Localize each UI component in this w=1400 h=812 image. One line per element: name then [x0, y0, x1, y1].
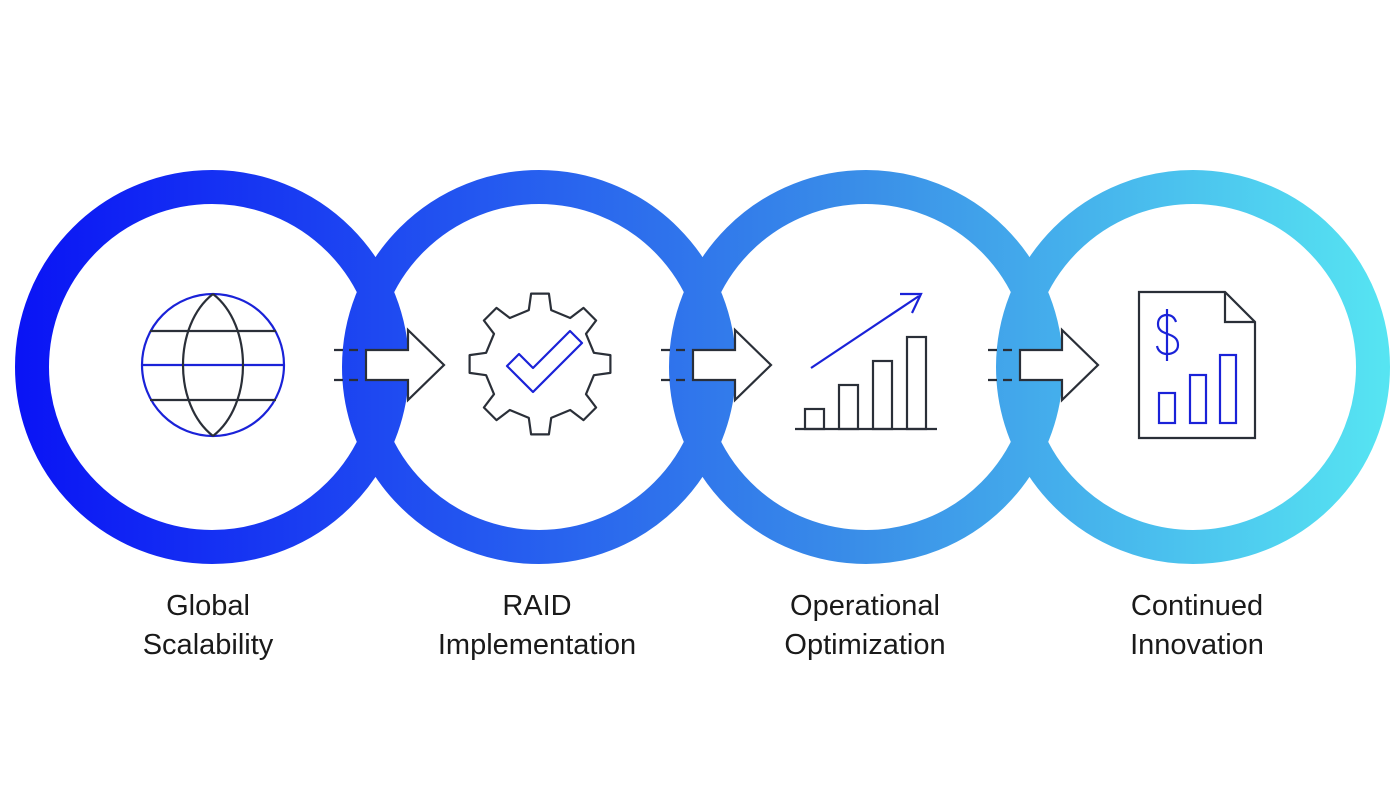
label-line-1: Continued [1130, 590, 1264, 622]
label-line-2: Scalability [142, 629, 274, 661]
label-line-2: Implementation [437, 629, 637, 661]
step-label-global-scalability: Global Scalability [58, 587, 358, 665]
label-line-2: Optimization [784, 629, 946, 661]
arrow-right-icon [334, 327, 446, 403]
ring-continued-innovation [996, 170, 1390, 564]
gear-check-icon [468, 292, 612, 436]
growth-chart-icon [795, 292, 937, 431]
label-line-1: RAID [502, 590, 572, 622]
globe-icon [140, 292, 286, 438]
ring-global-scalability [15, 170, 409, 564]
step-label-raid-implementation: RAID Implementation [387, 587, 687, 665]
arrow-right-icon [988, 327, 1100, 403]
label-line-2: Innovation [1130, 629, 1264, 661]
label-line-1: Operational [790, 590, 940, 622]
label-line-1: Global [166, 590, 250, 622]
connectors [334, 327, 1100, 403]
financial-report-icon [1137, 290, 1257, 440]
arrow-right-icon [661, 327, 773, 403]
step-label-continued-innovation: Continued Innovation [1047, 587, 1347, 665]
step-label-operational-optimization: Operational Optimization [715, 587, 1015, 665]
